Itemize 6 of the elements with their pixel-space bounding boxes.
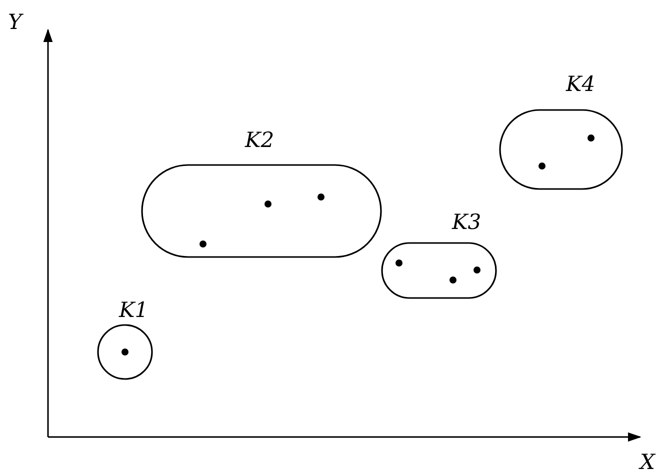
cluster-label: K3 bbox=[452, 210, 482, 234]
x-axis-label: X bbox=[640, 450, 655, 474]
y-axis-label: Y bbox=[8, 10, 22, 34]
cluster-label: K2 bbox=[245, 128, 274, 152]
cluster-label: K4 bbox=[566, 72, 596, 96]
cluster-label: K1 bbox=[119, 298, 148, 322]
